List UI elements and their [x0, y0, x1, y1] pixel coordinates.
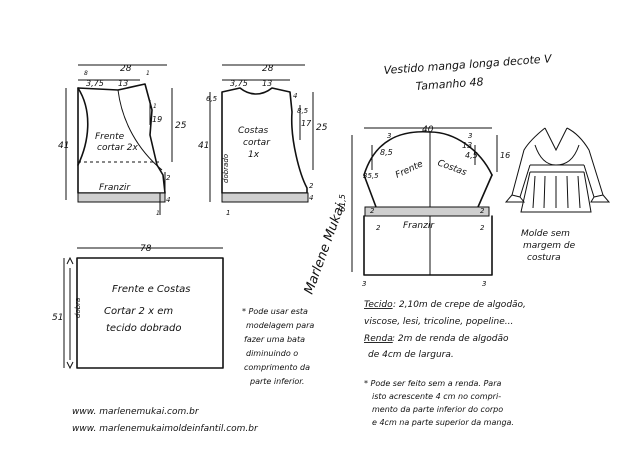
note-left-line: parte inferior. — [249, 377, 304, 386]
sleeve-mark: 2 — [480, 224, 485, 232]
back-mark: 2 — [309, 182, 314, 190]
signature: Marlene Mukai — [302, 202, 349, 297]
front-bodice-piece — [65, 64, 173, 215]
front-width-label: 28 — [120, 64, 132, 74]
model-caption-2: margem de — [523, 241, 576, 251]
note-right-line: mento da parte inferior do corpo — [372, 405, 503, 414]
back-bodice-piece — [209, 64, 314, 203]
front-mark: 1 — [156, 210, 160, 217]
fabric-line3: : 2m de renda de algodão — [392, 334, 509, 344]
front-gather-label: Franzir — [99, 183, 131, 193]
back-height-label: 41 — [198, 141, 209, 151]
sleeve-mark: 3 — [387, 132, 391, 140]
front-armhole-label: 19 — [152, 115, 162, 124]
skirt-label-3: tecido dobrado — [106, 323, 182, 334]
note-right-line: e 4cm na parte superior da manga. — [372, 418, 514, 427]
note-right-line: isto acrescente 4 cm no compri- — [372, 392, 501, 401]
note-left-line: diminuindo o — [246, 349, 298, 358]
sleeve-cap-right-label: 4,5 — [465, 151, 478, 160]
sleeve-mark: 3 — [468, 132, 472, 140]
note-left-line: fazer uma bata — [244, 335, 305, 344]
back-armhole-label: 17 — [301, 119, 312, 128]
back-width-label: 28 — [262, 64, 274, 74]
back-side-label: 25 — [316, 123, 328, 133]
note-left-line: * Pode usar esta — [242, 307, 308, 316]
pattern-title-line2: Tamanho 48 — [415, 75, 484, 93]
back-neck-drop-label: 6,5 — [206, 95, 218, 103]
website-url: www. marlenemukai.com.br — [72, 407, 200, 417]
sleeve-mark: 3 — [482, 280, 486, 288]
back-neck-label: 3,75 — [230, 79, 248, 88]
front-mark: 1 — [146, 70, 150, 77]
back-mark: 8,5 — [297, 107, 309, 115]
back-fold-label: dobrado — [222, 154, 230, 183]
fabric-line4: de 4cm de largura. — [368, 350, 454, 360]
front-hem-label: 2 — [166, 174, 171, 182]
sleeve-upper-label: 35,5 — [363, 172, 379, 180]
back-mark: 4 — [293, 92, 297, 100]
skirt-label-1: Frente e Costas — [112, 284, 191, 295]
sleeve-piece — [351, 127, 498, 276]
model-caption-1: Molde sem — [521, 229, 570, 239]
fabric-line2: viscose, lesi, tricoline, popeline... — [364, 317, 513, 327]
sleeve-width-label: 40 — [422, 125, 434, 135]
front-mark: 1 — [153, 103, 157, 110]
front-mark: 8 — [84, 70, 88, 77]
skirt-height-label: 51 — [52, 313, 63, 323]
front-label-1: Frente — [95, 132, 125, 142]
front-shoulder-label: 13 — [118, 79, 128, 88]
lace-label: Renda — [364, 334, 393, 344]
sleeve-cap-mid-label: 13 — [462, 141, 472, 150]
sleeve-mark: 2 — [480, 207, 485, 215]
sleeve-side-label: 16 — [500, 151, 510, 160]
back-mark: 4 — [309, 194, 313, 202]
sleeve-mark: 2 — [376, 224, 381, 232]
sleeve-mark: 3 — [362, 280, 366, 288]
sleeve-total-label: 61,5 — [338, 194, 347, 212]
skirt-label-2: Cortar 2 x em — [104, 306, 173, 317]
note-right-line: * Pode ser feito sem a renda. Para — [364, 379, 501, 388]
fabric-line1: : 2,10m de crepe de algodão, — [393, 300, 526, 310]
note-left-line: modelagem para — [246, 321, 314, 330]
pattern-title-line1: Vestido manga longa decote V — [383, 52, 553, 77]
skirt-fold-label: dobra — [74, 298, 82, 318]
dress-illustration — [504, 127, 611, 213]
website-url: www. marlenemukaimoldeinfantil.com.br — [72, 424, 259, 434]
back-shoulder-label: 13 — [262, 79, 272, 88]
skirt-width-label: 78 — [140, 244, 152, 254]
sleeve-gather-label: Franzir — [403, 221, 435, 231]
skirt-piece — [63, 247, 224, 370]
fabric-label: Tecido — [364, 300, 393, 310]
front-side-label: 25 — [175, 121, 187, 131]
sleeve-cap-left-label: 8,5 — [380, 148, 393, 157]
front-lace-label: 4 — [166, 196, 170, 204]
note-left-line: comprimento da — [244, 363, 310, 372]
front-label-2: cortar 2x — [97, 143, 138, 153]
back-label-1: Costas — [238, 126, 269, 136]
sleeve-front-label: Frente — [394, 159, 425, 181]
model-caption-3: costura — [527, 253, 561, 263]
back-label-3: 1x — [248, 150, 260, 160]
sleeve-back-label: Costas — [436, 158, 468, 178]
front-neck-label: 3,75 — [86, 79, 104, 88]
back-label-2: cortar — [243, 138, 271, 148]
sleeve-mark: 2 — [370, 207, 375, 215]
front-height-label: 41 — [58, 141, 69, 151]
back-mark: 1 — [226, 209, 230, 217]
